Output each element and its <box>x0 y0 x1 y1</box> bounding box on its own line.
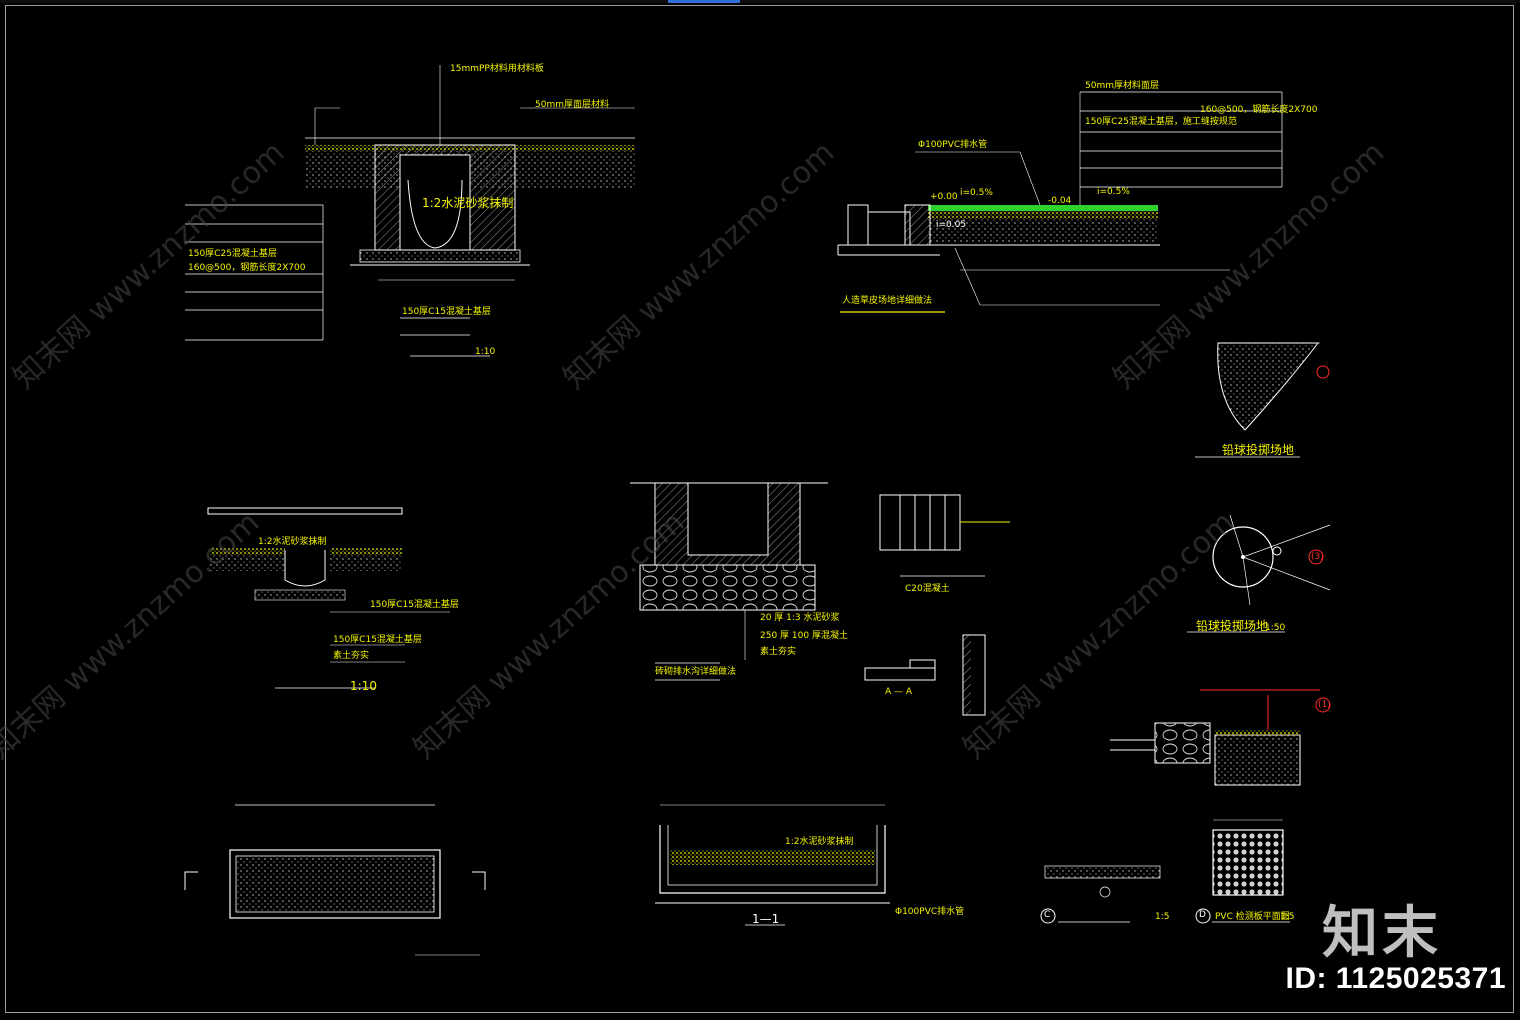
detail-shotput-circle <box>1187 514 1331 633</box>
drawing-border <box>5 5 1514 1013</box>
label: PVC 检测板平面图 <box>1215 912 1290 922</box>
label: 砖砌排水沟详细做法 <box>655 667 737 677</box>
label: 160@500，钢筋长度2X700 <box>188 263 306 273</box>
label: 150厚C15混凝土基层 <box>402 307 491 317</box>
detail-strip <box>1040 865 1161 924</box>
detail-throw-sector <box>1195 342 1330 458</box>
detail-drain-section <box>207 507 450 689</box>
label: 人造草皮场地详细做法 <box>842 296 933 306</box>
label: 1:10 <box>350 679 377 693</box>
top-progress-segment <box>668 0 740 3</box>
label: Φ100PVC排水管 <box>918 140 988 150</box>
label: 50mm厚材料面层 <box>1085 81 1159 91</box>
detail-timber-edge <box>1110 689 1331 786</box>
label: 15mmPP材料用材料板 <box>450 64 544 74</box>
detail-section-1-1 <box>655 804 890 926</box>
label: Φ100PVC排水管 <box>895 907 965 917</box>
label: i=0.5% <box>960 188 993 198</box>
top-progress-bar <box>0 0 1520 3</box>
label: 铅球投掷场地 <box>1196 619 1269 633</box>
label: 1:5 <box>1155 912 1170 922</box>
label: 1:2水泥砂浆抹制 <box>785 837 854 847</box>
label: i=0.05 <box>936 220 967 230</box>
label: 素土夯实 <box>333 651 370 661</box>
label: 1:50 <box>1265 623 1286 633</box>
detail-turf-section <box>837 91 1283 313</box>
label: 1:2水泥砂浆抹制 <box>258 537 327 547</box>
callout: (1) <box>1318 700 1331 710</box>
image-id: ID: 1125025371 <box>1285 962 1506 995</box>
label: 150厚C15混凝土基层 <box>370 600 459 610</box>
label: 150厚C25混凝土基层 <box>188 249 277 259</box>
watermark-text: 知末网 www.znzmo.com <box>0 505 266 766</box>
callout: C <box>1044 910 1051 920</box>
detail-trench-section <box>185 65 635 357</box>
detail-brick-channel <box>630 482 828 681</box>
label: 150厚C25混凝土基层，施工缝按规范 <box>1085 117 1237 127</box>
section-title: 1—1 <box>752 912 780 926</box>
label: C20混凝土 <box>905 584 950 594</box>
label: 50mm厚面层材料 <box>535 100 609 110</box>
detail-pvc-plate <box>1195 819 1290 924</box>
label: 1:10 <box>475 347 496 357</box>
label: 250 厚 100 厚混凝土 <box>760 631 848 641</box>
label: 160@500，钢筋长度2X700 <box>1200 105 1318 115</box>
label: 150厚C15混凝土基层 <box>333 635 422 645</box>
label: 1:2水泥砂浆抹制 <box>422 196 514 210</box>
label: +0.00 <box>930 192 958 202</box>
label: i=0.5% <box>1097 187 1130 197</box>
label: -0.04 <box>1048 196 1072 206</box>
callout: D <box>1199 910 1206 920</box>
label: 素土夯实 <box>760 647 797 657</box>
label: 铅球投掷场地 <box>1222 443 1295 457</box>
watermark-text: 知末网 www.znzmo.com <box>407 505 691 766</box>
brand-logo: 知末 <box>1322 901 1442 966</box>
label: 20 厚 1:3 水泥砂浆 <box>760 613 840 623</box>
label: A — A <box>885 687 913 697</box>
label: 1:5 <box>1280 912 1295 922</box>
detail-joint <box>864 494 1010 716</box>
callout: (3) <box>1311 552 1324 562</box>
detail-sandpit-plan <box>184 804 486 956</box>
